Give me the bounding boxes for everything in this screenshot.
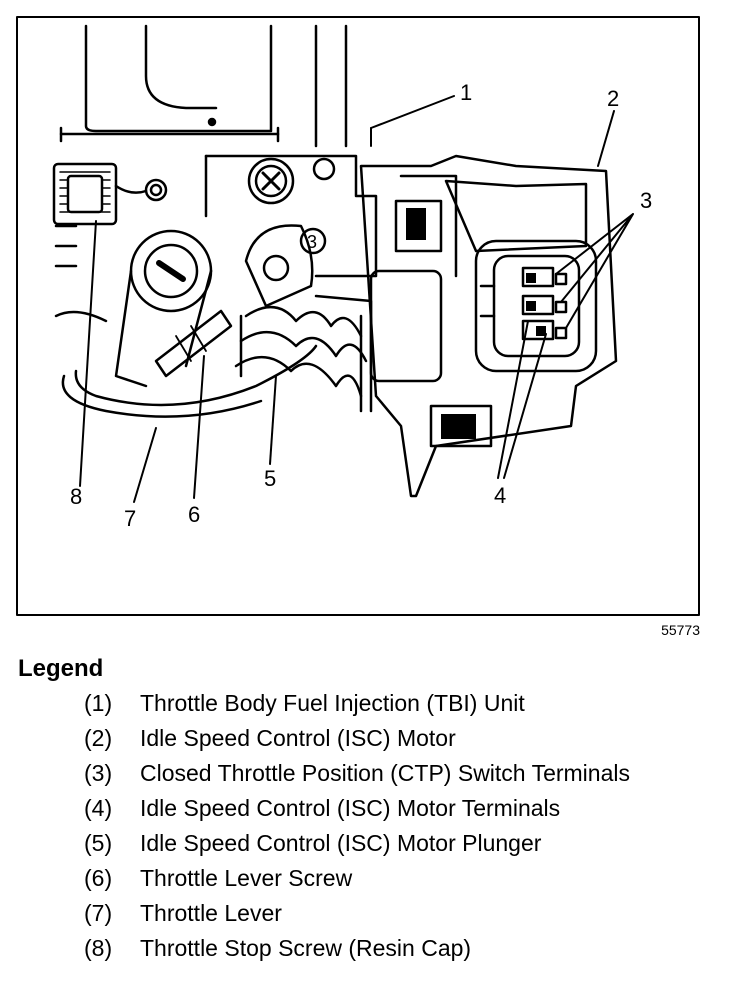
legend-item-number: (2) (84, 725, 113, 751)
callout-1: 1 (460, 80, 472, 105)
legend-item-text: Throttle Lever Screw (140, 865, 353, 891)
legend-item-text: Idle Speed Control (ISC) Motor Plunger (140, 830, 542, 856)
callout-7: 7 (124, 506, 136, 531)
isc-motor-plunger (234, 294, 373, 413)
legend-title: Legend (18, 655, 104, 682)
legend-item: (6) Throttle Lever Screw (84, 863, 704, 894)
legend-item-number: (8) (84, 935, 113, 961)
throttle-lever-screw (154, 309, 233, 378)
callout-2: 2 (607, 86, 619, 111)
callout-6: 6 (188, 502, 200, 527)
callout-4: 4 (494, 483, 506, 508)
legend-list: (1) Throttle Body Fuel Injection (TBI) U… (84, 688, 704, 968)
callout-5: 5 (264, 466, 276, 491)
legend-item-number: (6) (84, 865, 113, 891)
legend-item-number: (3) (84, 760, 113, 786)
throttle-body-illustration: 3 (16, 16, 700, 616)
legend-item-number: (7) (84, 900, 113, 926)
throttle-stop-screw (52, 162, 168, 226)
legend-item-text: Closed Throttle Position (CTP) Switch Te… (140, 760, 630, 786)
legend-item: (8) Throttle Stop Screw (Resin Cap) (84, 933, 704, 964)
legend-item: (7) Throttle Lever (84, 898, 704, 929)
legend-item-number: (4) (84, 795, 113, 821)
legend-item: (3) Closed Throttle Position (CTP) Switc… (84, 758, 704, 789)
isc-motor (359, 154, 618, 498)
legend-item: (1) Throttle Body Fuel Injection (TBI) U… (84, 688, 704, 719)
tbi-unit-body (54, 24, 378, 323)
svg-text:3: 3 (307, 232, 317, 252)
legend-item-text: Throttle Body Fuel Injection (TBI) Unit (140, 690, 525, 716)
legend-item-number: (1) (84, 690, 113, 716)
legend-item-text: Throttle Stop Screw (Resin Cap) (140, 935, 472, 961)
legend-item-text: Idle Speed Control (ISC) Motor (140, 725, 456, 751)
legend-item-number: (5) (84, 830, 113, 856)
callout-3: 3 (640, 188, 652, 213)
legend-item: (5) Idle Speed Control (ISC) Motor Plung… (84, 828, 704, 859)
diagram-figure: 3 (16, 16, 700, 616)
phillips-screw (247, 157, 336, 205)
legend-item: (2) Idle Speed Control (ISC) Motor (84, 723, 704, 754)
throttle-lever (61, 229, 318, 418)
legend-item-text: Throttle Lever (140, 900, 282, 926)
callout-8: 8 (70, 484, 82, 509)
leader-lines (79, 95, 634, 503)
figure-frame (16, 16, 700, 616)
legend-item-text: Idle Speed Control (ISC) Motor Terminals (140, 795, 561, 821)
figure-id: 55773 (661, 622, 700, 638)
ctp-switch-cam: 3 (244, 224, 327, 308)
legend-item: (4) Idle Speed Control (ISC) Motor Termi… (84, 793, 704, 824)
